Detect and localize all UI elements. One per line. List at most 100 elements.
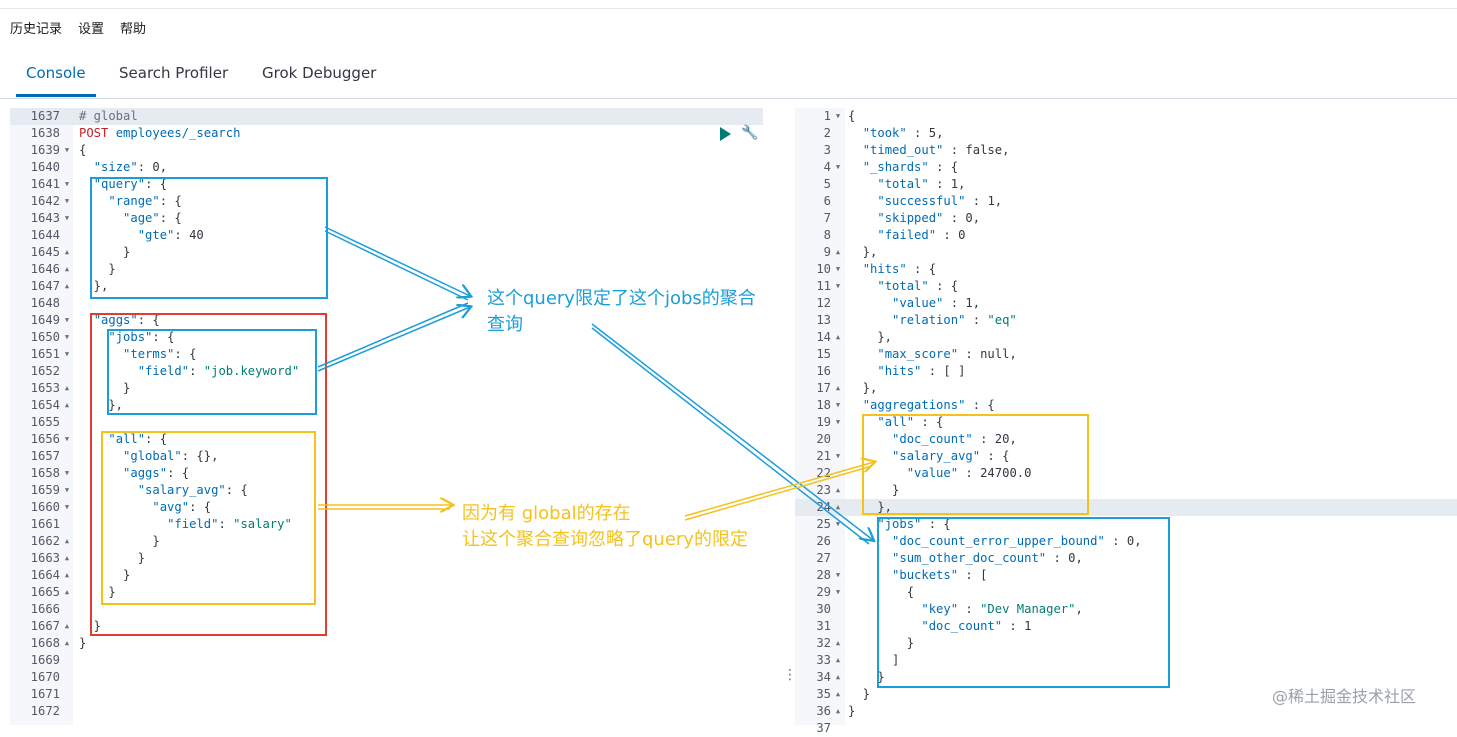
fold-open-icon[interactable]: ▼ [64, 486, 70, 494]
fold-open-icon[interactable]: ▼ [64, 146, 70, 154]
fold-open-icon[interactable]: ▼ [835, 571, 841, 579]
request-gutter [10, 108, 73, 725]
code-line: 1670 [10, 669, 778, 686]
fold-open-icon[interactable]: ▼ [64, 180, 70, 188]
fold-close-icon[interactable]: ▲ [64, 401, 70, 409]
code-line: 1653▲ } [10, 380, 778, 397]
code-line: 19▼ "all" : { [795, 414, 1457, 431]
line-number: 1662 [30, 534, 60, 548]
code-text: "avg": { [152, 500, 212, 514]
fold-close-icon[interactable]: ▲ [64, 384, 70, 392]
wrench-icon[interactable]: 🔧 [741, 125, 759, 141]
code-line: 26 "doc_count_error_upper_bound" : 0, [795, 533, 1457, 550]
line-number: 19 [816, 415, 831, 429]
fold-close-icon[interactable]: ▲ [835, 486, 841, 494]
fold-open-icon[interactable]: ▼ [835, 588, 841, 596]
fold-open-icon[interactable]: ▼ [64, 350, 70, 358]
line-number: 18 [816, 398, 831, 412]
code-text: "buckets" : [ [892, 568, 988, 582]
line-number: 1659 [30, 483, 60, 497]
line-number: 1670 [30, 670, 60, 684]
fold-open-icon[interactable]: ▼ [835, 401, 841, 409]
code-text: } [848, 483, 900, 497]
menu-help[interactable]: 帮助 [120, 22, 147, 37]
fold-close-icon[interactable]: ▲ [64, 554, 70, 562]
code-text: "salary_avg" : { [892, 449, 1010, 463]
code-text: } [79, 619, 102, 633]
line-number: 1643 [30, 211, 60, 225]
tab-console[interactable]: Console [16, 52, 96, 97]
line-number: 22 [816, 466, 831, 480]
fold-open-icon[interactable]: ▼ [64, 197, 70, 205]
tab-search-profiler[interactable]: Search Profiler [119, 64, 229, 82]
fold-open-icon[interactable]: ▼ [835, 452, 841, 460]
line-number: 1647 [30, 279, 60, 293]
code-text: } [79, 585, 116, 599]
line-number: 1671 [30, 687, 60, 701]
line-number: 20 [816, 432, 831, 446]
code-line: 1661 "field": "salary" [10, 516, 778, 533]
code-line: 10▼ "hits" : { [795, 261, 1457, 278]
fold-close-icon[interactable]: ▲ [64, 282, 70, 290]
pane-resize-handle[interactable]: ⋮ [783, 667, 797, 683]
code-text: "jobs" : { [877, 517, 951, 531]
tab-grok-debugger[interactable]: Grok Debugger [262, 64, 377, 82]
code-line: 1639▼{ [10, 142, 778, 159]
fold-close-icon[interactable]: ▲ [64, 622, 70, 630]
fold-close-icon[interactable]: ▲ [835, 384, 841, 392]
fold-close-icon[interactable]: ▲ [835, 690, 841, 698]
fold-open-icon[interactable]: ▼ [835, 418, 841, 426]
fold-close-icon[interactable]: ▲ [835, 656, 841, 664]
fold-open-icon[interactable]: ▼ [64, 503, 70, 511]
fold-open-icon[interactable]: ▼ [64, 435, 70, 443]
line-number: 24 [816, 500, 831, 514]
fold-open-icon[interactable]: ▼ [64, 333, 70, 341]
fold-open-icon[interactable]: ▼ [835, 520, 841, 528]
fold-close-icon[interactable]: ▲ [835, 639, 841, 647]
fold-open-icon[interactable]: ▼ [835, 265, 841, 273]
code-line: 1650▼ "jobs": { [10, 329, 778, 346]
fold-open-icon[interactable]: ▼ [835, 282, 841, 290]
code-line: 33▲ ] [795, 652, 1457, 669]
code-line: 1637# global [10, 108, 778, 125]
code-text: "aggs": { [123, 466, 190, 480]
code-text: } [79, 245, 131, 259]
menu-history[interactable]: 历史记录 [10, 22, 63, 37]
fold-close-icon[interactable]: ▲ [835, 503, 841, 511]
fold-close-icon[interactable]: ▲ [64, 265, 70, 273]
fold-close-icon[interactable]: ▲ [64, 639, 70, 647]
code-text: } [79, 534, 160, 548]
code-line: 1649▼ "aggs": { [10, 312, 778, 329]
fold-close-icon[interactable]: ▲ [64, 571, 70, 579]
fold-close-icon[interactable]: ▲ [835, 333, 841, 341]
play-icon[interactable] [720, 127, 731, 141]
code-line: 1664▲ } [10, 567, 778, 584]
code-line: 30 "key" : "Dev Manager", [795, 601, 1457, 618]
fold-open-icon[interactable]: ▼ [835, 163, 841, 171]
fold-close-icon[interactable]: ▲ [835, 707, 841, 715]
code-line: 35▲ } [795, 686, 1457, 703]
fold-close-icon[interactable]: ▲ [835, 673, 841, 681]
line-number: 26 [816, 534, 831, 548]
line-number: 1638 [30, 126, 60, 140]
response-editor[interactable]: 1▼{2 "took" : 5,3 "timed_out" : false,4▼… [795, 108, 1457, 735]
code-line: 1663▲ } [10, 550, 778, 567]
fold-open-icon[interactable]: ▼ [835, 112, 841, 120]
fold-close-icon[interactable]: ▲ [64, 537, 70, 545]
code-line: 6 "successful" : 1, [795, 193, 1457, 210]
line-number: 1658 [30, 466, 60, 480]
line-number: 1642 [30, 194, 60, 208]
fold-close-icon[interactable]: ▲ [64, 248, 70, 256]
code-text: } [848, 670, 885, 684]
code-line: 22 "value" : 24700.0 [795, 465, 1457, 482]
fold-open-icon[interactable]: ▼ [64, 214, 70, 222]
fold-close-icon[interactable]: ▲ [64, 588, 70, 596]
fold-close-icon[interactable]: ▲ [835, 248, 841, 256]
code-text: "doc_count" : 1 [921, 619, 1032, 633]
dev-tools-tabs: Console Search Profiler Grok Debugger [0, 52, 1457, 99]
code-text: "age": { [123, 211, 182, 225]
menu-settings[interactable]: 设置 [78, 22, 105, 37]
fold-open-icon[interactable]: ▼ [64, 469, 70, 477]
fold-open-icon[interactable]: ▼ [64, 316, 70, 324]
